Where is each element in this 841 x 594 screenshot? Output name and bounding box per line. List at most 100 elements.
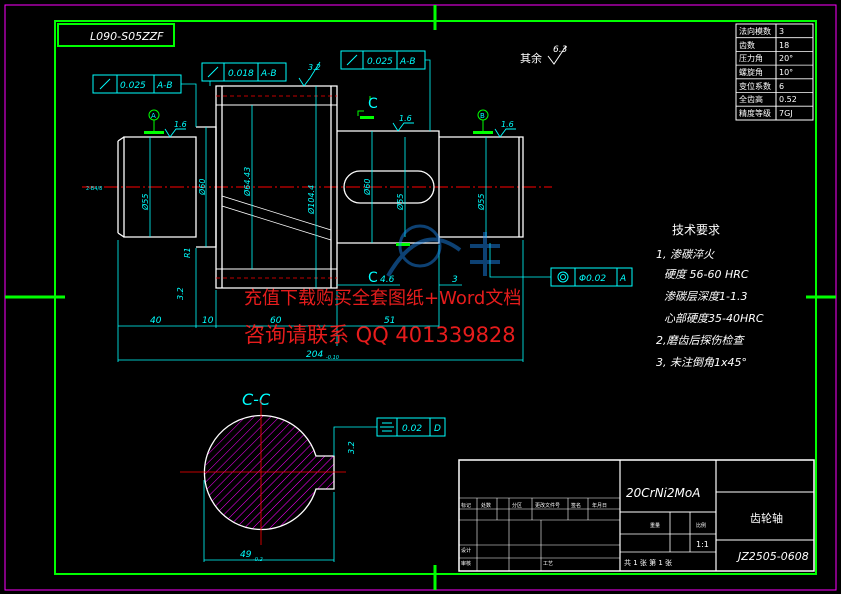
roughness-value: 3.2 (308, 63, 321, 72)
datum-marker-A: A (144, 109, 164, 134)
tb-col-label: 重量 (650, 522, 660, 529)
dim-d-left: Ø55 (140, 194, 150, 211)
dim-section-depth: 49 (240, 550, 252, 560)
tech-heading: 技术要求 (672, 223, 720, 237)
tb-header: 更改文件号 (535, 502, 560, 509)
section-label: C-C (242, 390, 271, 409)
tb-header: 分区 (512, 502, 522, 509)
tb-header: 标记 (461, 502, 471, 509)
tech-item: 渗碳层深度1-1.3 (664, 290, 747, 303)
param-label: 压力角 (739, 53, 763, 63)
tech-item: 1, 渗碳淬火 (656, 248, 715, 261)
dim-len-40: 40 (150, 316, 162, 326)
dim-d-key: Ø55 (395, 194, 405, 211)
dim-len-46: 4.6 (380, 275, 395, 285)
param-value: 18 (779, 41, 789, 50)
dim-len-51: 51 (384, 316, 395, 326)
roughness-value: 3.2 (347, 441, 356, 454)
tb-row: 设计 (461, 547, 471, 554)
section-mark-bottom: C (368, 270, 378, 286)
tb-row: 审核 (461, 560, 471, 567)
dim-d-tip: Ø104.4 (306, 185, 316, 215)
fcf-value: Φ0.02 (579, 274, 606, 284)
roughness-rest-label: 其余 (520, 51, 542, 65)
center-note: 2-B4/8 (86, 186, 102, 192)
tb-scale: 1:1 (696, 540, 709, 549)
pitch-lines (216, 95, 337, 279)
section-cut-top: C (357, 96, 378, 119)
dim-len-total-tol: -0.10 (326, 355, 339, 361)
fcf-ref: A (619, 274, 626, 284)
roughness-symbols (164, 61, 516, 138)
roughness-value: 1.6 (501, 120, 514, 129)
centering-marks (5, 5, 836, 590)
datum-A-label: A (151, 112, 156, 120)
watermark-line1: 充值下载购买全套图纸+Word文档 (244, 288, 521, 309)
tb-title: 齿轮轴 (750, 511, 783, 525)
dim-section-depth-tol: -0.2 (253, 557, 263, 563)
tech-item: 硬度 56-60 HRC (664, 268, 749, 281)
fcf-ref: A-B (260, 69, 277, 79)
param-value: 6 (779, 82, 784, 91)
dim-len-60: 60 (270, 316, 282, 326)
datum-B-label: B (480, 112, 485, 120)
param-value: 3 (779, 27, 784, 36)
roughness-rest-symbol (547, 45, 567, 65)
dim-d-shoulder: Ø60 (197, 179, 207, 196)
tb-row: 工艺 (543, 561, 553, 567)
param-label: 精度等级 (739, 108, 771, 118)
dim-d-root: Ø64.43 (242, 167, 252, 197)
helix-lines (221, 195, 332, 241)
watermark-line2: 咨询请联系 QQ 401339828 (244, 323, 516, 347)
param-value: 20° (779, 54, 793, 63)
fcf-coaxial: Φ0.02 A (489, 243, 633, 287)
roughness-value: 1.6 (174, 120, 187, 129)
tb-sheet: 共 1 张 第 1 张 (624, 558, 672, 567)
tech-item: 3, 未注倒角1x45° (656, 356, 747, 369)
fcf-runout-gear: 0.018 A-B (201, 62, 287, 86)
datum-marker-B: B (473, 109, 493, 134)
dim-d-mid: Ø60 (362, 179, 372, 196)
dim-d-right: Ø55 (476, 194, 486, 211)
section-mark-top: C (368, 96, 378, 112)
gear-detail-lines (216, 104, 337, 270)
roughness-value: 3.2 (176, 287, 185, 300)
fcf-value: 0.025 (120, 81, 146, 91)
tb-header: 处数 (481, 502, 491, 509)
section-cut-bottom: C (368, 243, 410, 286)
tech-item: 2,磨齿后探伤检查 (656, 334, 745, 347)
param-value: 10° (779, 68, 793, 77)
fcf-runout-right: 0.025 A-B (340, 50, 431, 131)
param-label: 齿数 (739, 40, 755, 50)
section-view (203, 414, 335, 531)
tb-drawing-no: JZ2505-0608 (736, 550, 809, 563)
tech-item: 心部硬度35-40HRC (664, 312, 764, 325)
param-label: 螺旋角 (739, 67, 763, 77)
fcf-value: 0.02 (402, 424, 422, 434)
tb-header: 年月日 (592, 502, 607, 509)
fcf-ref: D (434, 424, 441, 434)
section-centerlines (180, 400, 346, 545)
fcf-symmetry: 0.02 D (333, 417, 446, 456)
gear-param-table: 法向模数 3 齿数 18 压力角 20° 螺旋角 10° 变位系数 6 全齿高 … (735, 23, 814, 121)
dim-radius: R1 (183, 247, 192, 258)
param-value: 0.52 (779, 95, 797, 104)
tb-header: 签名 (571, 502, 581, 509)
dim-len-total: 204 (306, 350, 323, 360)
param-label: 全齿高 (739, 94, 763, 104)
length-dim-lines (117, 240, 524, 362)
watermark-logo (386, 224, 500, 277)
dim-len-10: 10 (202, 316, 214, 326)
roughness-value: 1.6 (399, 114, 412, 123)
code-box (57, 23, 175, 47)
section-depth-dim (203, 480, 335, 562)
fcf-ref: A-B (399, 57, 416, 67)
code-box-text: L090-S05ZZF (90, 30, 164, 43)
title-block: 标记 处数 分区 更改文件号 签名 年月日 设计 审核 工艺 重量 比例 20C… (458, 459, 815, 572)
fcf-value: 0.025 (367, 57, 393, 67)
param-label: 变位系数 (739, 81, 771, 91)
fcf-ref: A-B (156, 81, 173, 91)
tb-material: 20CrNi2MoA (626, 486, 700, 500)
fcf-runout-left: 0.025 A-B (92, 74, 197, 127)
